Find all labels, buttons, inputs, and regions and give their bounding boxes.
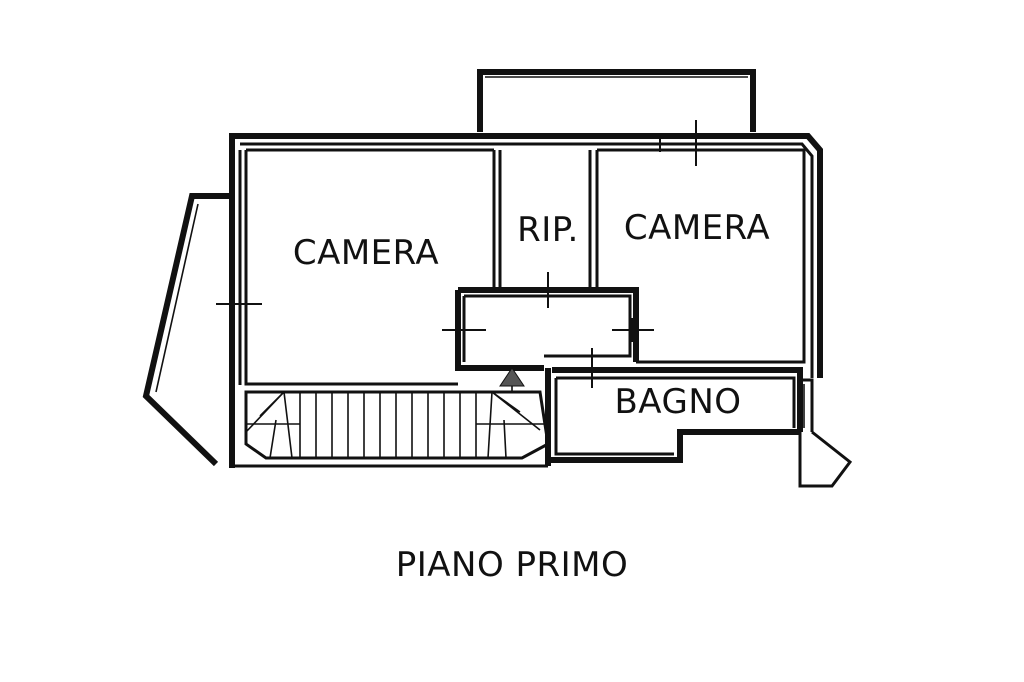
opening-marks (216, 120, 712, 388)
staircase (244, 367, 550, 460)
room-label-camera-right: CAMERA (624, 208, 770, 248)
room-label-bagno: BAGNO (614, 382, 741, 422)
room-label-ripostiglio: RIP. (517, 210, 579, 250)
interior-walls (244, 143, 806, 466)
left-bay (142, 193, 232, 467)
plan-title: PIANO PRIMO (395, 545, 629, 585)
room-label-camera-left: CAMERA (293, 233, 439, 273)
balcony (477, 69, 756, 132)
right-projection (798, 378, 853, 488)
